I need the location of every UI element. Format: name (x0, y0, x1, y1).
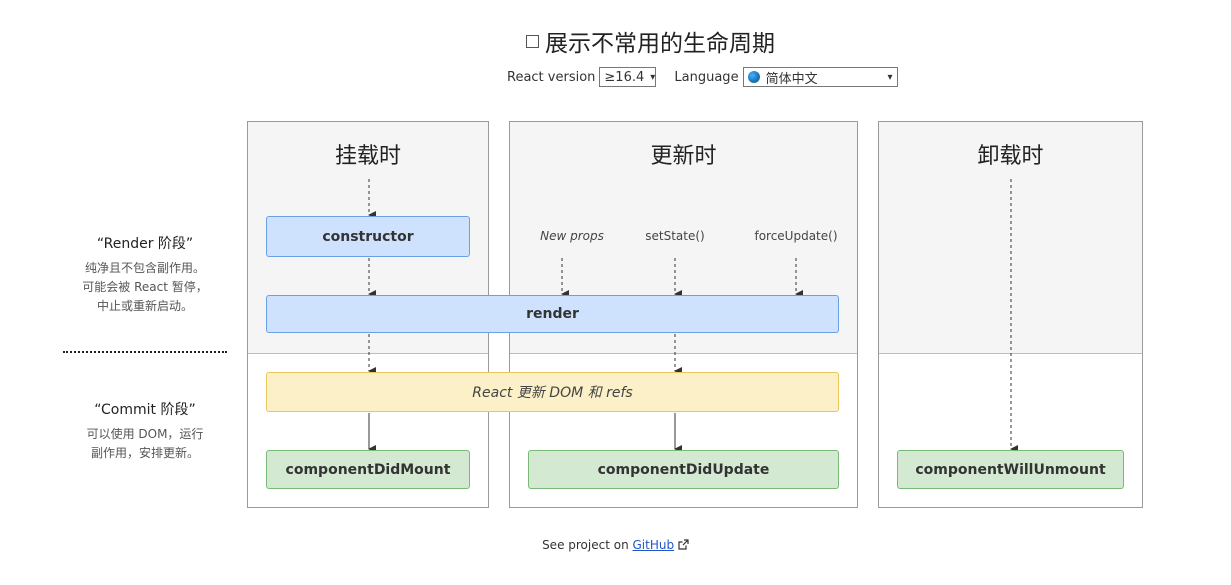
new-props-trigger: New props (540, 229, 604, 243)
unmounting-title: 卸载时 (977, 144, 1044, 169)
updating-title: 更新时 (650, 144, 717, 169)
stage-divider (63, 351, 227, 353)
commit-desc-line: 副作用，安排更新。 (90, 446, 199, 460)
globe-icon (747, 71, 760, 83)
show-uncommon-toggle[interactable]: 展示不常用的生命周期 (526, 24, 775, 58)
mounting-title: 挂载时 (334, 144, 401, 169)
footer: See project on GitHub (0, 538, 1231, 553)
constructor-box[interactable]: constructor (266, 216, 470, 257)
chevron-down-icon: ▾ (887, 71, 893, 83)
render-box[interactable]: render (266, 295, 839, 333)
show-uncommon-checkbox[interactable] (526, 34, 539, 48)
github-link[interactable]: GitHub (632, 538, 675, 552)
footer-prefix: See project on (542, 538, 629, 552)
language-label: Language (674, 69, 739, 85)
render-stage-label: “Render 阶段” 纯净且不包含副作用。 可能会被 React 暂停， 中止… (60, 233, 230, 316)
component-did-mount-box[interactable]: componentDidMount (266, 450, 470, 489)
react-updates-dom-box: React 更新 DOM 和 refs (266, 372, 839, 412)
render-desc-line: 纯净且不包含副作用。 (84, 261, 205, 275)
react-version-select[interactable]: ≥16.4 ▾ (599, 67, 657, 87)
external-link-icon (678, 539, 689, 553)
chevron-down-icon: ▾ (650, 71, 656, 83)
commit-stage-label: “Commit 阶段” 可以使用 DOM，运行 副作用，安排更新。 (60, 399, 230, 463)
render-stage-description: 纯净且不包含副作用。 可能会被 React 暂停， 中止或重新启动。 (60, 259, 230, 316)
commit-stage-description: 可以使用 DOM，运行 副作用，安排更新。 (60, 425, 230, 463)
render-desc-line: 可能会被 React 暂停， (82, 280, 208, 294)
language-value: 简体中文 (765, 71, 818, 87)
header-title-row: 展示不常用的生命周期 (0, 24, 1231, 58)
render-stage-title: “Render 阶段” (96, 236, 194, 252)
react-version-label: React version (507, 69, 596, 85)
show-uncommon-label[interactable]: 展示不常用的生命周期 (545, 31, 775, 57)
render-phase-background (879, 122, 1142, 354)
component-did-update-box[interactable]: componentDidUpdate (528, 450, 839, 489)
react-version-value: ≥16.4 (604, 69, 645, 85)
setstate-trigger: setState() (645, 229, 705, 243)
commit-stage-title: “Commit 阶段” (94, 402, 196, 418)
component-will-unmount-box[interactable]: componentWillUnmount (897, 450, 1124, 489)
commit-desc-line: 可以使用 DOM，运行 (86, 427, 204, 441)
forceupdate-trigger: forceUpdate() (754, 229, 838, 243)
language-select[interactable]: 简体中文 ▾ (742, 67, 898, 87)
controls-row: React version ≥16.4 ▾ Language 简体中文 ▾ (507, 67, 898, 87)
render-desc-line: 中止或重新启动。 (96, 299, 193, 313)
